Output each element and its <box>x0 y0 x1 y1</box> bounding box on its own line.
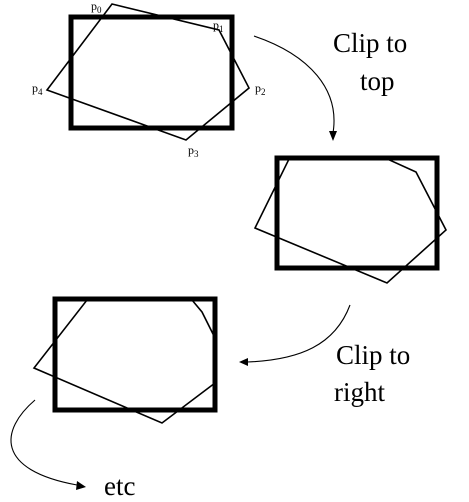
arrow-clip-right-head <box>239 358 248 366</box>
arrow-clip-top <box>253 35 337 141</box>
clip-right-label-line2: right <box>334 377 385 407</box>
arrow-clip-top-curve <box>253 35 335 134</box>
clip-top-label-line1: Clip to <box>333 28 407 58</box>
clipped-top-polygon <box>253 156 447 284</box>
vertex-label-p3: p3 <box>188 143 199 159</box>
clip-window-1 <box>68 14 235 131</box>
vertex-label-p0: p0 <box>91 0 102 15</box>
arrow-clip-right-curve <box>246 304 351 363</box>
vertex-label-p2: p2 <box>255 81 266 97</box>
arrow-clip-right <box>239 304 351 366</box>
stage-clip-right <box>32 296 218 424</box>
vertex-label-p4: p4 <box>32 81 43 97</box>
clip-window-2 <box>274 155 440 271</box>
clipped-right-polygon <box>32 299 216 424</box>
original-polygon <box>45 3 251 141</box>
stage-clip-top <box>253 155 447 284</box>
etc-label: etc <box>104 471 135 501</box>
arrow-etc-curve <box>10 399 78 486</box>
arrow-etc <box>10 399 86 490</box>
clip-top-label-line2: top <box>360 66 395 96</box>
clip-window-3 <box>52 296 218 413</box>
clip-right-label-line1: Clip to <box>336 340 410 370</box>
arrow-etc-head <box>76 481 86 490</box>
vertex-label-p1: p1 <box>213 18 224 34</box>
arrow-clip-top-head <box>329 131 337 141</box>
stage-original: p0 p1 p2 p3 p4 <box>32 0 266 159</box>
